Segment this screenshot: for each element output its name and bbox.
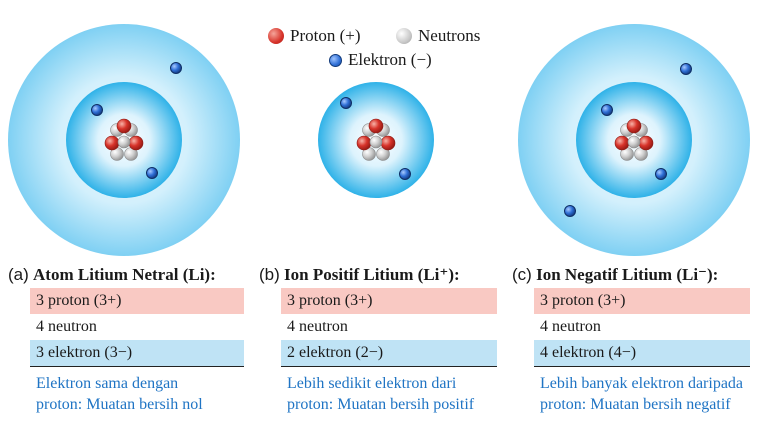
electron: [564, 205, 576, 217]
legend-proton: Proton (+): [268, 26, 361, 46]
electron-icon: [329, 53, 342, 67]
neutron: [627, 135, 641, 149]
panel-title: (a) Atom Litium Netral (Li):: [8, 262, 244, 288]
proton: [638, 135, 654, 151]
proton: [368, 118, 384, 134]
nucleus: [104, 118, 144, 161]
atom-positive-ion: [318, 82, 434, 198]
proton-count: 3 proton (3+): [534, 288, 750, 314]
electron: [146, 167, 158, 179]
panel-letter: (a): [8, 265, 29, 284]
atom-neutral: [8, 24, 240, 256]
proton: [104, 135, 120, 151]
legend-neutron: Neutrons: [396, 26, 480, 46]
panel-title: (b) Ion Positif Litium (Li⁺):: [259, 262, 497, 288]
electron: [91, 104, 103, 116]
panel-letter: (b): [259, 265, 280, 284]
atom-negative-ion: [518, 24, 750, 256]
nucleus: [356, 118, 396, 161]
legend-neutron-label: Neutrons: [418, 26, 481, 45]
proton: [128, 135, 144, 151]
electron: [340, 97, 352, 109]
panel-title: (c) Ion Negatif Litium (Li⁻):: [512, 262, 750, 288]
nucleus: [614, 118, 654, 161]
proton: [380, 135, 396, 151]
electron: [170, 62, 182, 74]
panel-negative-ion: (c) Ion Negatif Litium (Li⁻): 3 proton (…: [512, 262, 750, 415]
electron: [601, 104, 613, 116]
proton: [356, 135, 372, 151]
panel-positive-ion: (b) Ion Positif Litium (Li⁺): 3 proton (…: [259, 262, 497, 415]
neutron-count: 4 neutron: [540, 318, 601, 335]
charge-note: Lebih sedikit elektron dari proton: Muat…: [281, 373, 497, 415]
neutron-count: 4 neutron: [36, 318, 97, 335]
charge-note: Lebih banyak elektron daripada proton: M…: [534, 373, 750, 415]
charge-note-line-2: proton: Muatan bersih nol: [36, 396, 203, 413]
electron: [399, 168, 411, 180]
proton-count: 3 proton (3+): [30, 288, 244, 314]
proton-count: 3 proton (3+): [281, 288, 497, 314]
legend-electron-label: Elektron (−): [348, 50, 432, 69]
legend-proton-label: Proton (+): [290, 26, 361, 45]
panel-name: Atom Litium Netral (Li):: [33, 265, 216, 284]
electron-count: 3 elektron (3−): [30, 340, 244, 367]
neutron: [369, 135, 383, 149]
proton: [626, 118, 642, 134]
charge-note-line-2: proton: Muatan bersih positif: [287, 396, 475, 413]
neutron: [117, 135, 131, 149]
atom-diagrams: [8, 24, 750, 256]
proton-icon: [268, 28, 284, 44]
charge-note: Elektron sama dengan proton: Muatan bers…: [30, 373, 244, 415]
electron-count: 4 elektron (4−): [534, 340, 750, 367]
charge-note-line-1: Lebih sedikit elektron dari: [287, 375, 457, 392]
legend-electron: Elektron (−): [329, 50, 432, 70]
neutron-icon: [396, 28, 412, 44]
charge-note-line-2: proton: Muatan bersih negatif: [540, 396, 731, 413]
panel-name: Ion Negatif Litium (Li⁻):: [536, 265, 719, 284]
charge-note-line-1: Elektron sama dengan: [36, 375, 179, 392]
charge-note-line-1: Lebih banyak elektron daripada: [540, 375, 744, 392]
panel-name: Ion Positif Litium (Li⁺):: [284, 265, 460, 284]
electron-count: 2 elektron (2−): [281, 340, 497, 367]
panel-letter: (c): [512, 265, 532, 284]
proton: [116, 118, 132, 134]
electron: [655, 168, 667, 180]
electron: [680, 63, 692, 75]
neutron-count: 4 neutron: [287, 318, 348, 335]
panel-neutral-atom: (a) Atom Litium Netral (Li): 3 proton (3…: [8, 262, 244, 415]
proton: [614, 135, 630, 151]
